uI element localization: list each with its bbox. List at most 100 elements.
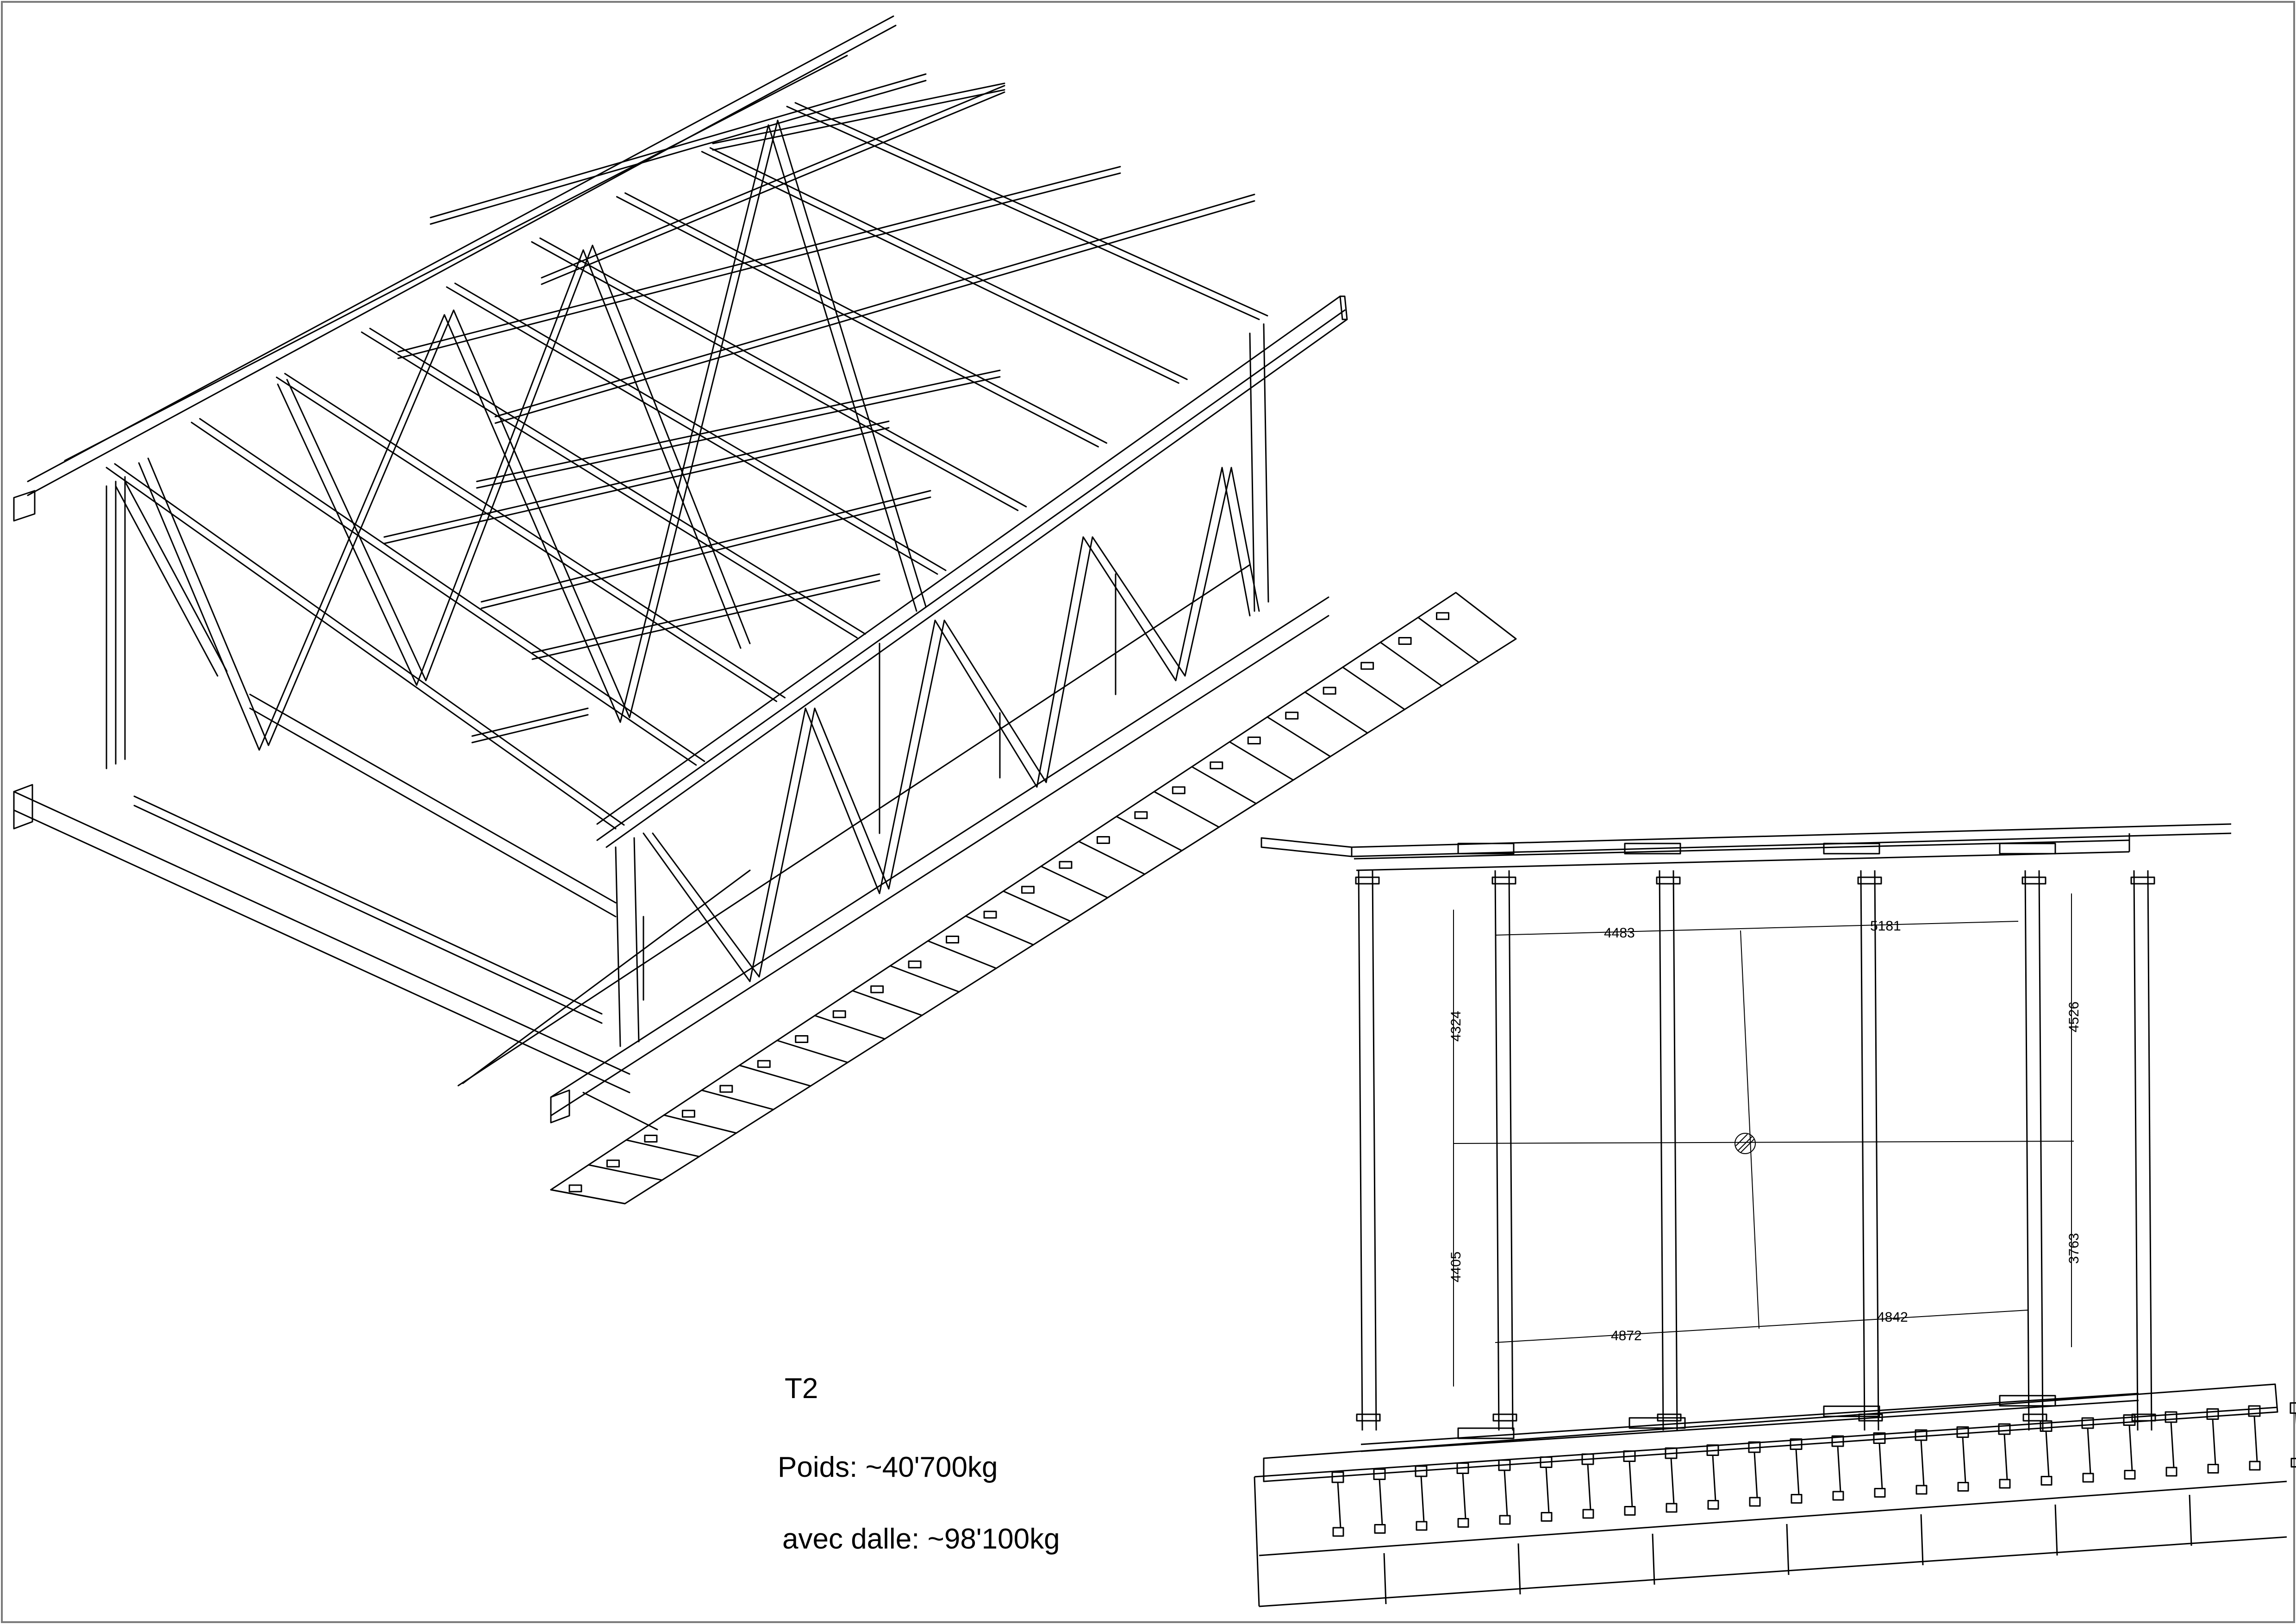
plan-foundation [1254, 1383, 2296, 1607]
slab-anchor [1398, 637, 1412, 645]
slab-anchor [1021, 886, 1035, 894]
foundation-joint [1786, 1524, 1790, 1575]
plan-view: 4483 5181 4872 4842 4324 4405 4526 3763 [1254, 823, 2296, 1607]
foundation-rod [1670, 1458, 1675, 1504]
weight-label: Poids: ~40'700kg [778, 1451, 998, 1483]
foundation-anchor [2165, 1411, 2177, 1423]
purlin-line [476, 369, 1001, 482]
purlin-line [712, 82, 1005, 144]
purlin-line [480, 490, 931, 603]
slab-cell-line [1191, 766, 1257, 805]
foundation-anchor [1915, 1485, 1928, 1495]
purlins [383, 73, 1255, 743]
column-cap [2130, 876, 2155, 885]
slab-cell-line [1116, 816, 1183, 851]
rafter-line [709, 147, 1188, 380]
slab-cell-line [1417, 617, 1480, 663]
foundation-rod [2253, 1416, 2258, 1462]
purlin-line [430, 73, 927, 219]
slab-anchor [1096, 836, 1110, 844]
slab-anchor [681, 1110, 695, 1118]
front-posts [615, 323, 1269, 1047]
weight-with-slab-label: avec dalle: ~98'100kg [782, 1523, 1060, 1555]
bottom-plate [1628, 1417, 1686, 1429]
slab-anchor [1247, 737, 1261, 744]
foundation-rod [1587, 1464, 1591, 1510]
rafter-line [616, 196, 1099, 448]
foundation-rod [1962, 1437, 1966, 1483]
column-line [1672, 870, 1678, 1431]
dimension-labels: 4483 5181 4872 4842 4324 4405 4526 3763 [1448, 918, 2082, 1343]
slab-cell-line [889, 965, 960, 993]
column-line [2133, 870, 2139, 1431]
bottom-plate [1823, 1405, 1880, 1418]
rafter-line [794, 102, 1268, 317]
slab-cell-line [738, 1064, 811, 1087]
column-line [1874, 870, 1879, 1431]
foundation-anchor [1749, 1497, 1761, 1507]
slab-anchor [870, 985, 884, 993]
foundation-rod [1920, 1440, 1925, 1486]
slab-cell-line [1304, 691, 1368, 734]
column-line [1372, 870, 1377, 1431]
foundation-joint [2189, 1494, 2192, 1546]
slab-cell-line [550, 1189, 626, 1205]
slab-cell-line [1267, 716, 1331, 757]
rafter-line [786, 106, 1260, 320]
dim-top-left-span: 4483 [1604, 925, 1635, 941]
back-ridge-beam [13, 15, 897, 522]
front-top-chord [596, 295, 1348, 848]
foundation-anchor [1874, 1488, 1886, 1498]
slab-anchor [757, 1060, 771, 1068]
foundation-anchor [1374, 1524, 1386, 1534]
rafter-line [369, 328, 866, 635]
dim-bottom-right-span: 4842 [1877, 1310, 1908, 1325]
isometric-view [13, 15, 1517, 1205]
slab-anchor [946, 936, 960, 943]
slab-anchor [795, 1035, 809, 1043]
foundation-anchor [2290, 1402, 2296, 1414]
slab-anchor [1210, 761, 1223, 769]
column-base [2022, 1413, 2047, 1422]
column-cap [1656, 876, 1681, 885]
plan-columns [1355, 870, 2156, 1431]
foundation-rod [1795, 1449, 1800, 1495]
foundation-anchor [1832, 1491, 1844, 1501]
purlin-line [383, 420, 890, 538]
rafter-line [539, 237, 1027, 507]
slab-cell-line [852, 990, 923, 1016]
top-plate [1457, 843, 1515, 855]
purlin-line [541, 85, 1005, 279]
column-line [1659, 870, 1664, 1431]
foundation-anchor [2290, 1458, 2296, 1468]
foundation-anchor [2082, 1473, 2094, 1483]
foundation-rod [1837, 1446, 1841, 1492]
foundation-anchor [1707, 1500, 1719, 1510]
dim-right-upper-height: 4526 [2066, 1001, 2082, 1032]
foundation-joint [1652, 1533, 1655, 1585]
foundation-rod [2087, 1428, 2091, 1474]
slab-cell-line [701, 1089, 774, 1111]
foundation-anchor [2165, 1467, 2177, 1477]
column-cap [1355, 876, 1380, 885]
column-cap [1857, 876, 1882, 885]
foundation-rod [1462, 1473, 1466, 1519]
foundation-anchor [1457, 1518, 1469, 1528]
foundation-anchor [2040, 1476, 2053, 1486]
foundation-joint [1920, 1514, 1924, 1566]
slab-anchor [1134, 811, 1148, 819]
column-line [1860, 870, 1866, 1431]
rafter-line [454, 282, 947, 571]
rafter-line [624, 192, 1107, 444]
rafters [106, 102, 1268, 830]
column-base [1356, 1413, 1381, 1422]
left-posts [106, 476, 228, 769]
column-base [1492, 1413, 1517, 1422]
slab-cell-line [663, 1114, 737, 1134]
purlin-line [541, 91, 1005, 285]
slab-cell-line [1229, 741, 1294, 781]
rafter-line [106, 467, 617, 830]
slab-anchor [983, 911, 997, 919]
foundation-rod [2045, 1431, 2050, 1477]
